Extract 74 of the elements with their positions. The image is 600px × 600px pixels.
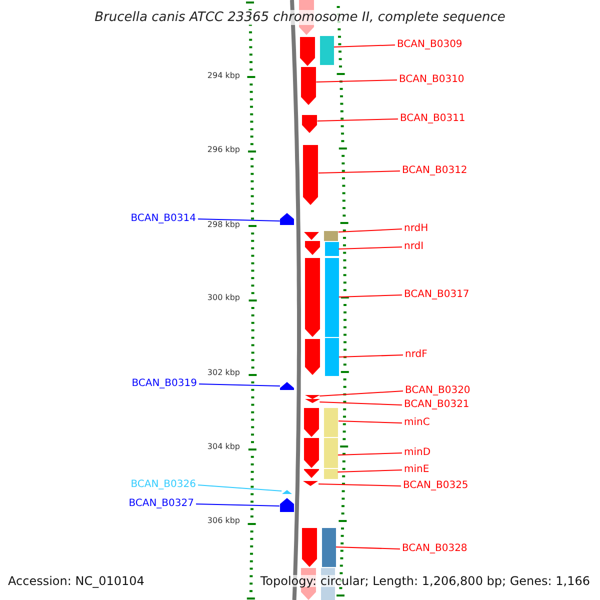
- gene-label: BCAN_B0327: [128, 498, 194, 510]
- gene-feature: [300, 37, 315, 66]
- gene-label: nrdF: [405, 349, 428, 361]
- gene-category-bar: [324, 469, 338, 479]
- gene-category-bar: [320, 36, 334, 65]
- leader-line: [336, 546, 400, 550]
- gene-label: BCAN_B0328: [402, 543, 468, 555]
- scale-label: 302 kbp: [207, 368, 240, 378]
- gene-feature: [304, 241, 320, 255]
- leader-line: [316, 80, 398, 82]
- gene-label: BCAN_B0314: [130, 213, 196, 225]
- leader-line: [338, 294, 402, 298]
- scale-label: 298 kbp: [207, 220, 240, 230]
- leader-line: [316, 118, 398, 122]
- gene-category-bar: [324, 438, 338, 468]
- gene-label: BCAN_B0326: [130, 479, 196, 491]
- gene-category-bar: [324, 242, 339, 256]
- gene-label: BCAN_B0320: [405, 385, 470, 397]
- gene-label: BCAN_B0312: [402, 165, 468, 177]
- leader-line: [338, 228, 402, 232]
- gene-feature: [302, 528, 317, 567]
- leader-line: [198, 484, 282, 492]
- gene-label: BCAN_B0321: [404, 399, 470, 411]
- gene-label: BCAN_B0310: [399, 74, 464, 86]
- gene-feature: [301, 67, 316, 105]
- leader-line: [319, 390, 404, 396]
- gene-feature: [303, 145, 318, 205]
- gene-feature: [280, 498, 294, 512]
- gene-category-bar: [322, 528, 336, 567]
- gene-label: BCAN_B0309: [397, 39, 462, 51]
- scale-label: 306 kbp: [207, 516, 240, 526]
- gene-label: BCAN_B0325: [403, 480, 468, 492]
- leader-line: [334, 44, 396, 48]
- leader-line: [318, 484, 402, 486]
- scale-label: 300 kbp: [207, 293, 240, 303]
- gene-feature: [280, 213, 294, 225]
- leader-line: [319, 402, 402, 406]
- leader-line: [337, 470, 402, 472]
- gene-feature: [303, 481, 318, 486]
- gene-label: minD: [404, 447, 431, 459]
- gene-feature: [280, 382, 294, 390]
- gene-category-bar: [324, 408, 338, 437]
- gene-feature: [304, 395, 320, 399]
- gene-feature: [304, 408, 320, 437]
- footer-text: Topology: circular; Length: 1,206,800 bp; Genes: 1,166: [260, 575, 590, 587]
- gene-label: BCAN_B0319: [132, 378, 197, 390]
- leader-line: [198, 218, 280, 222]
- gene-feature: [304, 399, 320, 403]
- gene-feature: [282, 490, 292, 494]
- leader-line: [338, 420, 402, 424]
- gene-label: minC: [404, 417, 430, 429]
- leader-line: [338, 246, 402, 250]
- scale-label: 296 kbp: [207, 145, 240, 155]
- scale-label: 294 kbp: [207, 71, 240, 81]
- leader-line: [338, 452, 402, 456]
- gene-label: nrdI: [404, 241, 424, 253]
- gene-feature: [304, 339, 320, 375]
- gene-label: minE: [404, 464, 430, 476]
- leader-line: [198, 384, 280, 386]
- gene-label: nrdH: [404, 223, 428, 235]
- gene-feature: [302, 115, 318, 133]
- gene-category-bar: [324, 338, 339, 376]
- gene-category-bar: [324, 258, 339, 337]
- gene-label: BCAN_B0317: [404, 289, 470, 301]
- title: Brucella canis ATCC 23365 chromosome II, complete sequence: [94, 10, 506, 25]
- leader-line: [196, 504, 280, 506]
- leader-line: [318, 170, 400, 174]
- leader-line: [338, 354, 404, 358]
- gene-feature: [304, 232, 320, 240]
- scale-label: 304 kbp: [207, 442, 240, 452]
- gene-category-bar: [324, 231, 338, 241]
- gene-feature: [304, 258, 320, 337]
- footer-text: Accession: NC_010104: [8, 575, 144, 587]
- gene-label: BCAN_B0311: [400, 113, 466, 125]
